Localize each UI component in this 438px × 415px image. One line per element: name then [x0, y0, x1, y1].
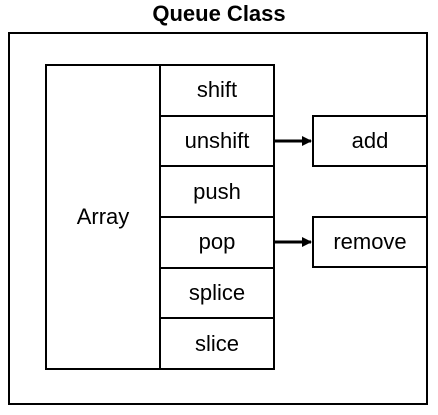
remove-method-box: remove	[312, 216, 428, 268]
method-label: unshift	[184, 128, 250, 153]
array-label: Array	[76, 204, 130, 229]
method-push: push	[159, 165, 275, 219]
remove-method-label: remove	[333, 229, 407, 254]
method-unshift: unshift	[159, 114, 275, 168]
add-method-box: add	[312, 115, 428, 167]
method-slice: slice	[159, 317, 275, 371]
method-label: slice	[194, 330, 239, 356]
method-label: shift	[196, 77, 238, 103]
method-splice: splice	[159, 266, 275, 320]
method-pop: pop	[159, 216, 275, 269]
method-label: pop	[198, 229, 236, 255]
method-label: push	[193, 178, 241, 204]
method-label: splice	[188, 280, 246, 306]
add-method-label: add	[351, 128, 389, 153]
array-box: Array	[45, 64, 161, 370]
method-shift: shift	[159, 64, 275, 117]
array-methods-list: shift unshift push pop splice slice	[159, 64, 275, 371]
diagram-title: Queue Class	[152, 1, 286, 26]
